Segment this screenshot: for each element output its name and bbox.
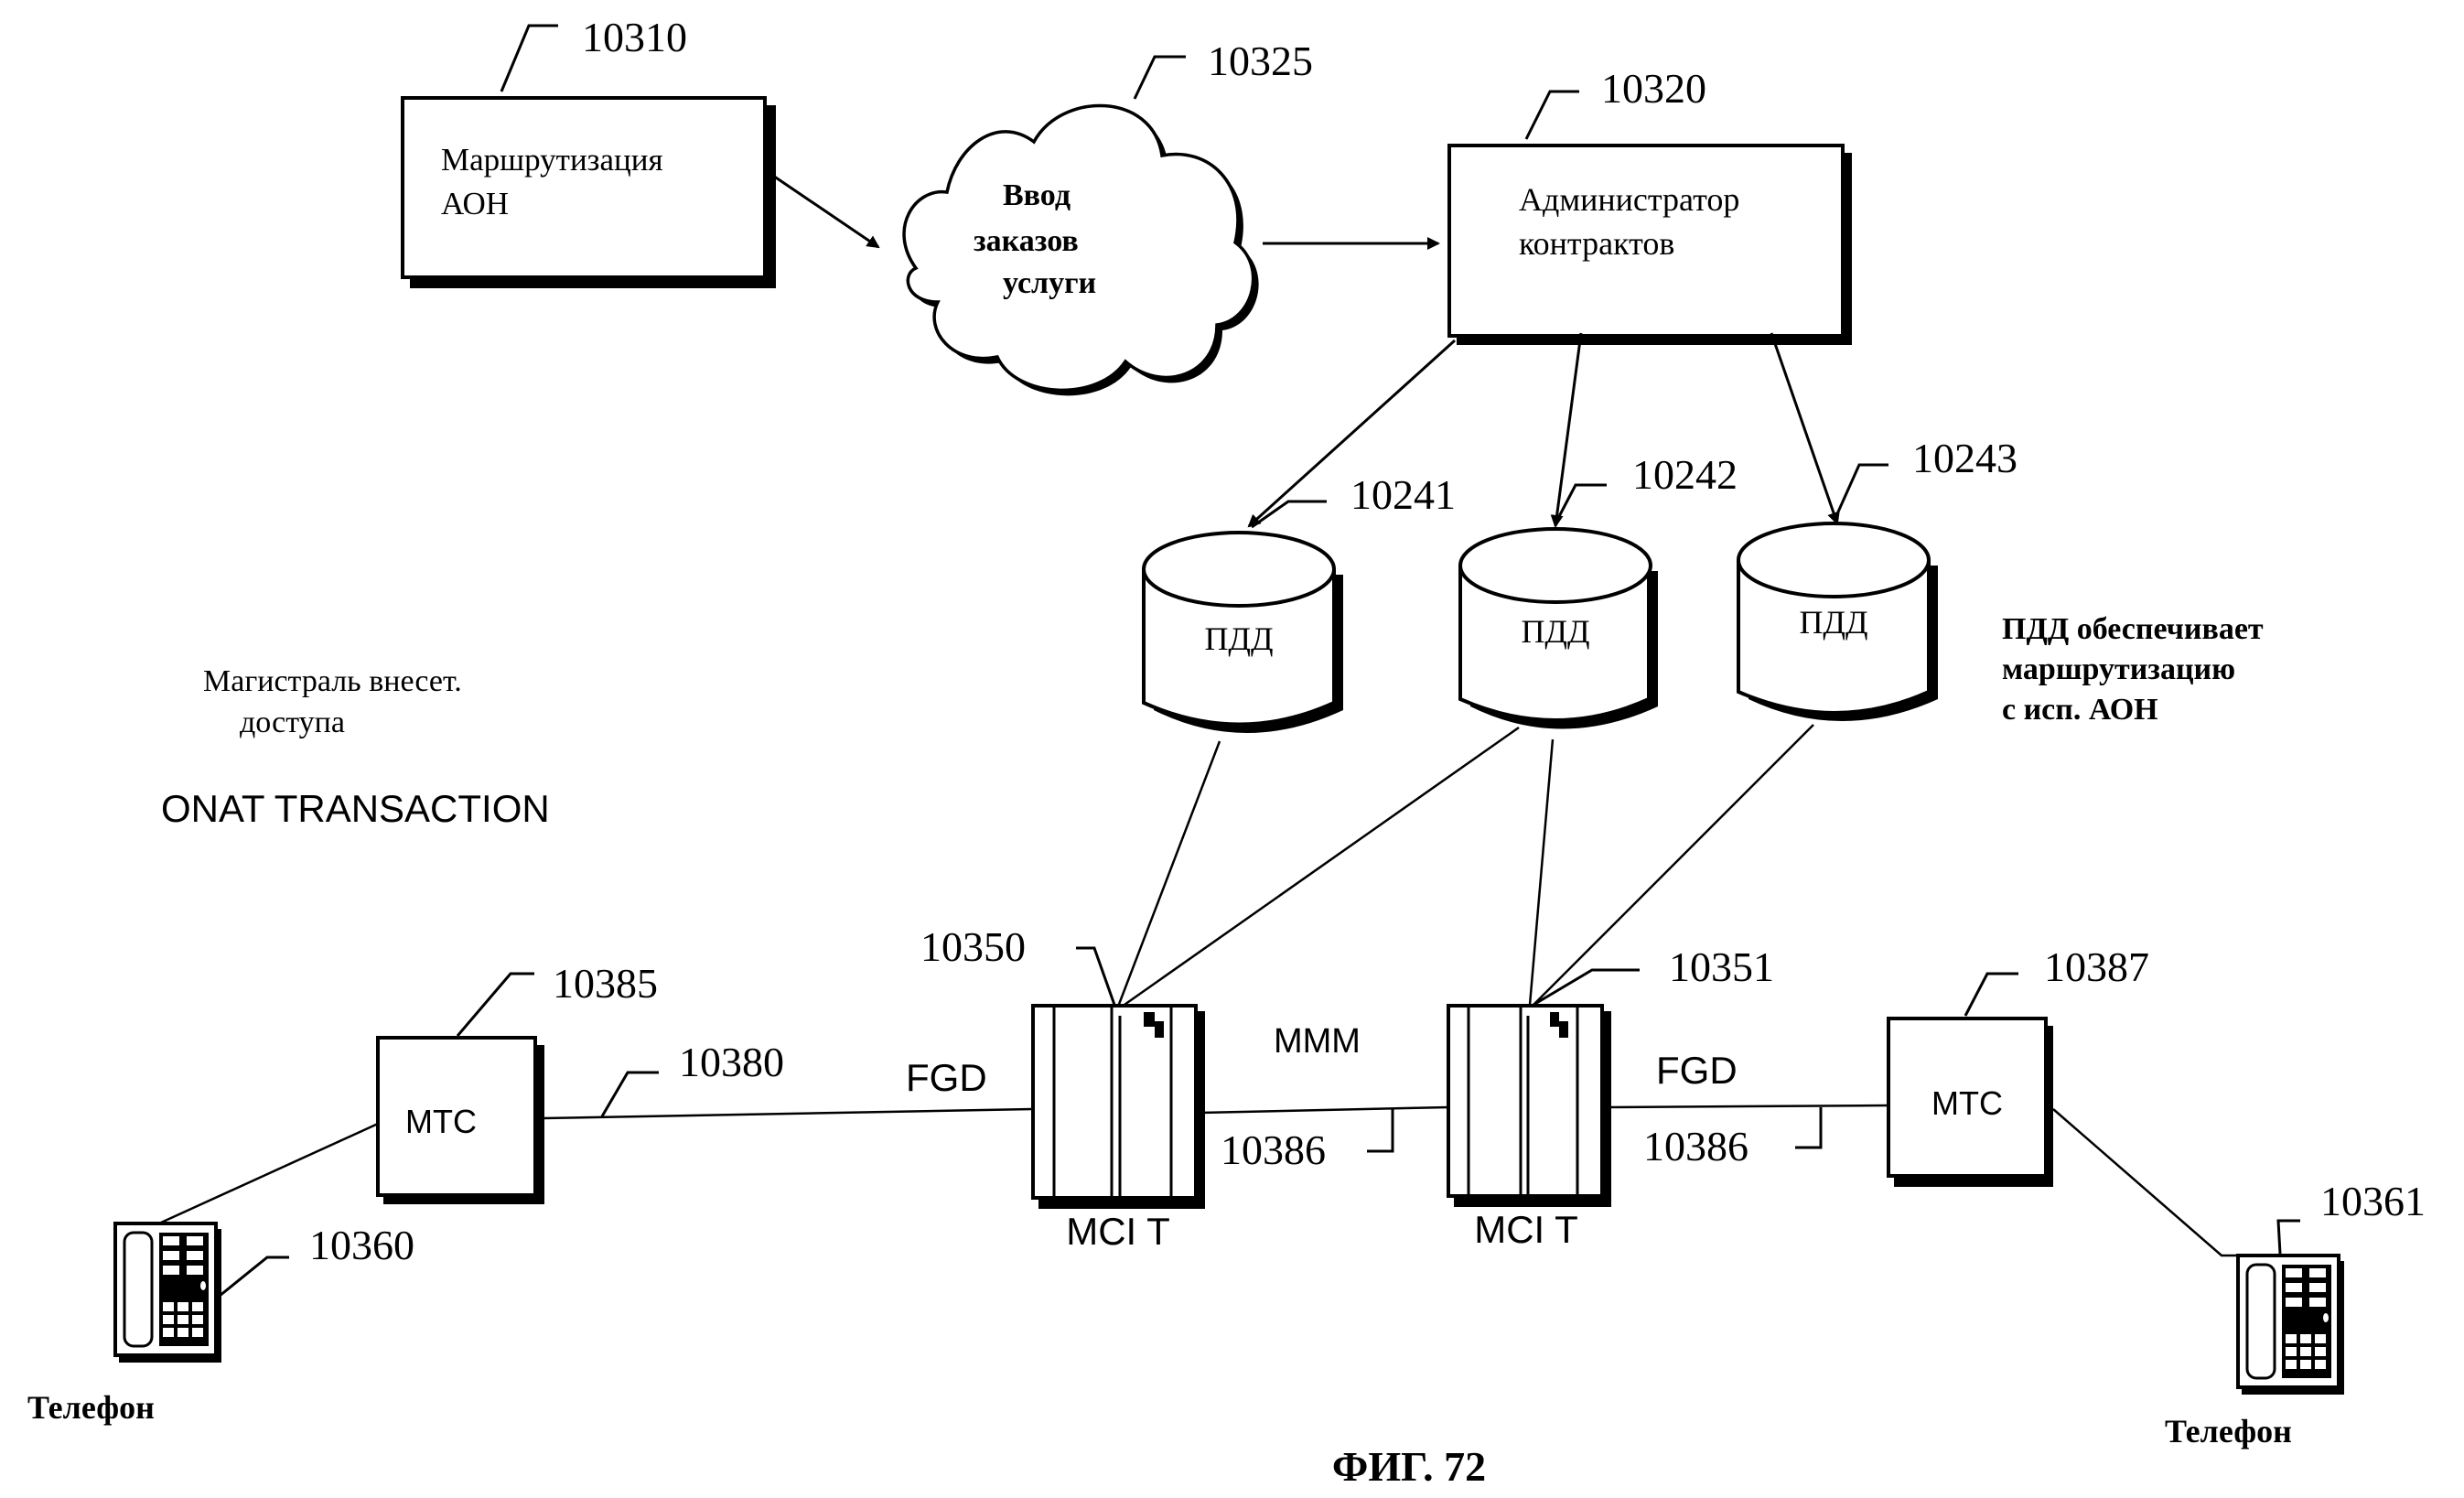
ref-10243: 10243: [1912, 435, 2017, 481]
onat-transaction-label: ONAT TRANSACTION: [161, 787, 550, 830]
ref-leader-10325: [1133, 55, 1186, 100]
trunk-left-fgd: [543, 1107, 1033, 1120]
link-phone-left: [160, 1122, 379, 1224]
sdp2-cylinder: ПДД: [1458, 527, 1658, 729]
lec-right-label: МТС: [1931, 1084, 2003, 1122]
ref-leader-10361: [2276, 1219, 2300, 1255]
ref-leader-10310: [500, 24, 558, 92]
ref-10325: 10325: [1208, 38, 1313, 84]
order-entry-label-3: услуги: [1003, 266, 1096, 300]
switch2-label: MCI T: [1474, 1208, 1578, 1251]
trunk-note-line-1: Магистраль внесет.: [203, 664, 462, 698]
ref-leader-10241: [1251, 500, 1327, 529]
contract-admin-label-1: Администратор: [1519, 181, 1739, 218]
switch1-label: MCI T: [1066, 1210, 1170, 1253]
ref-10386-right: 10386: [1643, 1123, 1748, 1169]
phone-right-label: Телефон: [2165, 1413, 2292, 1450]
ref-10385: 10385: [553, 960, 658, 1007]
switch1-mci-t: MCI T: [1031, 1004, 1205, 1253]
ref-leader-10320: [1524, 90, 1579, 140]
ref-leader-10380: [600, 1071, 659, 1117]
figure-caption: ФИГ. 72: [1332, 1443, 1486, 1490]
order-entry-cloud: Ввод заказов услуги: [902, 103, 1259, 396]
arrow-admin-to-sdp3: [1770, 332, 1840, 525]
link-phone-right: [2052, 1108, 2240, 1257]
ref-10360: 10360: [309, 1222, 414, 1268]
link-sdp1-switch1: [1116, 740, 1221, 1008]
ref-leader-10360: [219, 1256, 289, 1298]
ref-10361: 10361: [2320, 1178, 2426, 1224]
sdp1-label: ПДД: [1204, 620, 1273, 657]
ani-routing-label-1: Маршрутизация: [441, 142, 663, 178]
order-entry-label-1: Ввод: [1003, 178, 1071, 212]
phone-left-label: Телефон: [27, 1389, 155, 1426]
arrow-admin-to-sdp1: [1247, 339, 1457, 528]
ani-routing-label-2: АОН: [441, 186, 509, 221]
inter-switch-label: MMM: [1274, 1022, 1361, 1061]
ref-leader-10386-mid: [1367, 1109, 1394, 1153]
lec-right-node: МТС: [1887, 1017, 2053, 1187]
ref-leader-10242: [1554, 483, 1607, 524]
sdp2-label: ПДД: [1521, 613, 1589, 650]
ref-10241: 10241: [1350, 471, 1456, 518]
ref-leader-10243: [1834, 463, 1888, 519]
ani-routing-node: Маршрутизация АОН: [401, 96, 776, 288]
phone-left-icon: [113, 1222, 223, 1364]
ref-leader-10351: [1533, 968, 1640, 1007]
ref-10310: 10310: [582, 14, 687, 60]
ref-leader-10385: [456, 972, 534, 1037]
ref-leader-10387: [1964, 972, 2018, 1017]
ref-10320: 10320: [1601, 65, 1706, 112]
sdp-note-line-1: ПДД обеспечивает: [2002, 612, 2264, 646]
trunk-left-label: FGD: [906, 1056, 987, 1099]
ref-10380: 10380: [679, 1039, 784, 1085]
sdp1-cylinder: ПДД: [1142, 531, 1343, 733]
arrow-ani-to-order-entry: [769, 172, 880, 249]
ref-10351: 10351: [1669, 943, 1774, 990]
arrow-admin-to-sdp2: [1550, 332, 1583, 528]
link-sdp3-switch2: [1533, 724, 1814, 1006]
link-sdp2-switch2: [1528, 738, 1555, 1006]
contract-admin-label-2: контрактов: [1519, 225, 1674, 262]
ref-10242: 10242: [1632, 451, 1738, 498]
sdp3-label: ПДД: [1799, 604, 1867, 641]
ref-leader-10350: [1076, 946, 1116, 1006]
lec-left-node: МТС: [376, 1036, 544, 1204]
phone-right-icon: [2236, 1254, 2346, 1396]
link-inter-switch-mmm: [1200, 1105, 1449, 1115]
contract-admin-node: Администратор контрактов: [1447, 144, 1852, 345]
switch2-mci-t: MCI T: [1447, 1004, 1611, 1251]
ref-10350: 10350: [920, 923, 1026, 970]
ref-10386-mid: 10386: [1221, 1126, 1326, 1173]
trunk-right-label: FGD: [1656, 1049, 1738, 1092]
sdp-note-line-2: маршрутизацию: [2002, 652, 2235, 686]
lec-left-label: МТС: [405, 1103, 477, 1140]
trunk-note-line-2: доступа: [240, 706, 345, 739]
ref-10387: 10387: [2044, 943, 2149, 990]
trunk-right-fgd: [1608, 1104, 1889, 1109]
sdp3-cylinder: ПДД: [1737, 522, 1938, 721]
sdp-note-line-3: с исп. АОН: [2002, 693, 2158, 727]
order-entry-label-2: заказов: [974, 224, 1079, 258]
ref-leader-10386-right: [1795, 1107, 1823, 1149]
link-sdp2-switch1: [1121, 726, 1520, 1008]
